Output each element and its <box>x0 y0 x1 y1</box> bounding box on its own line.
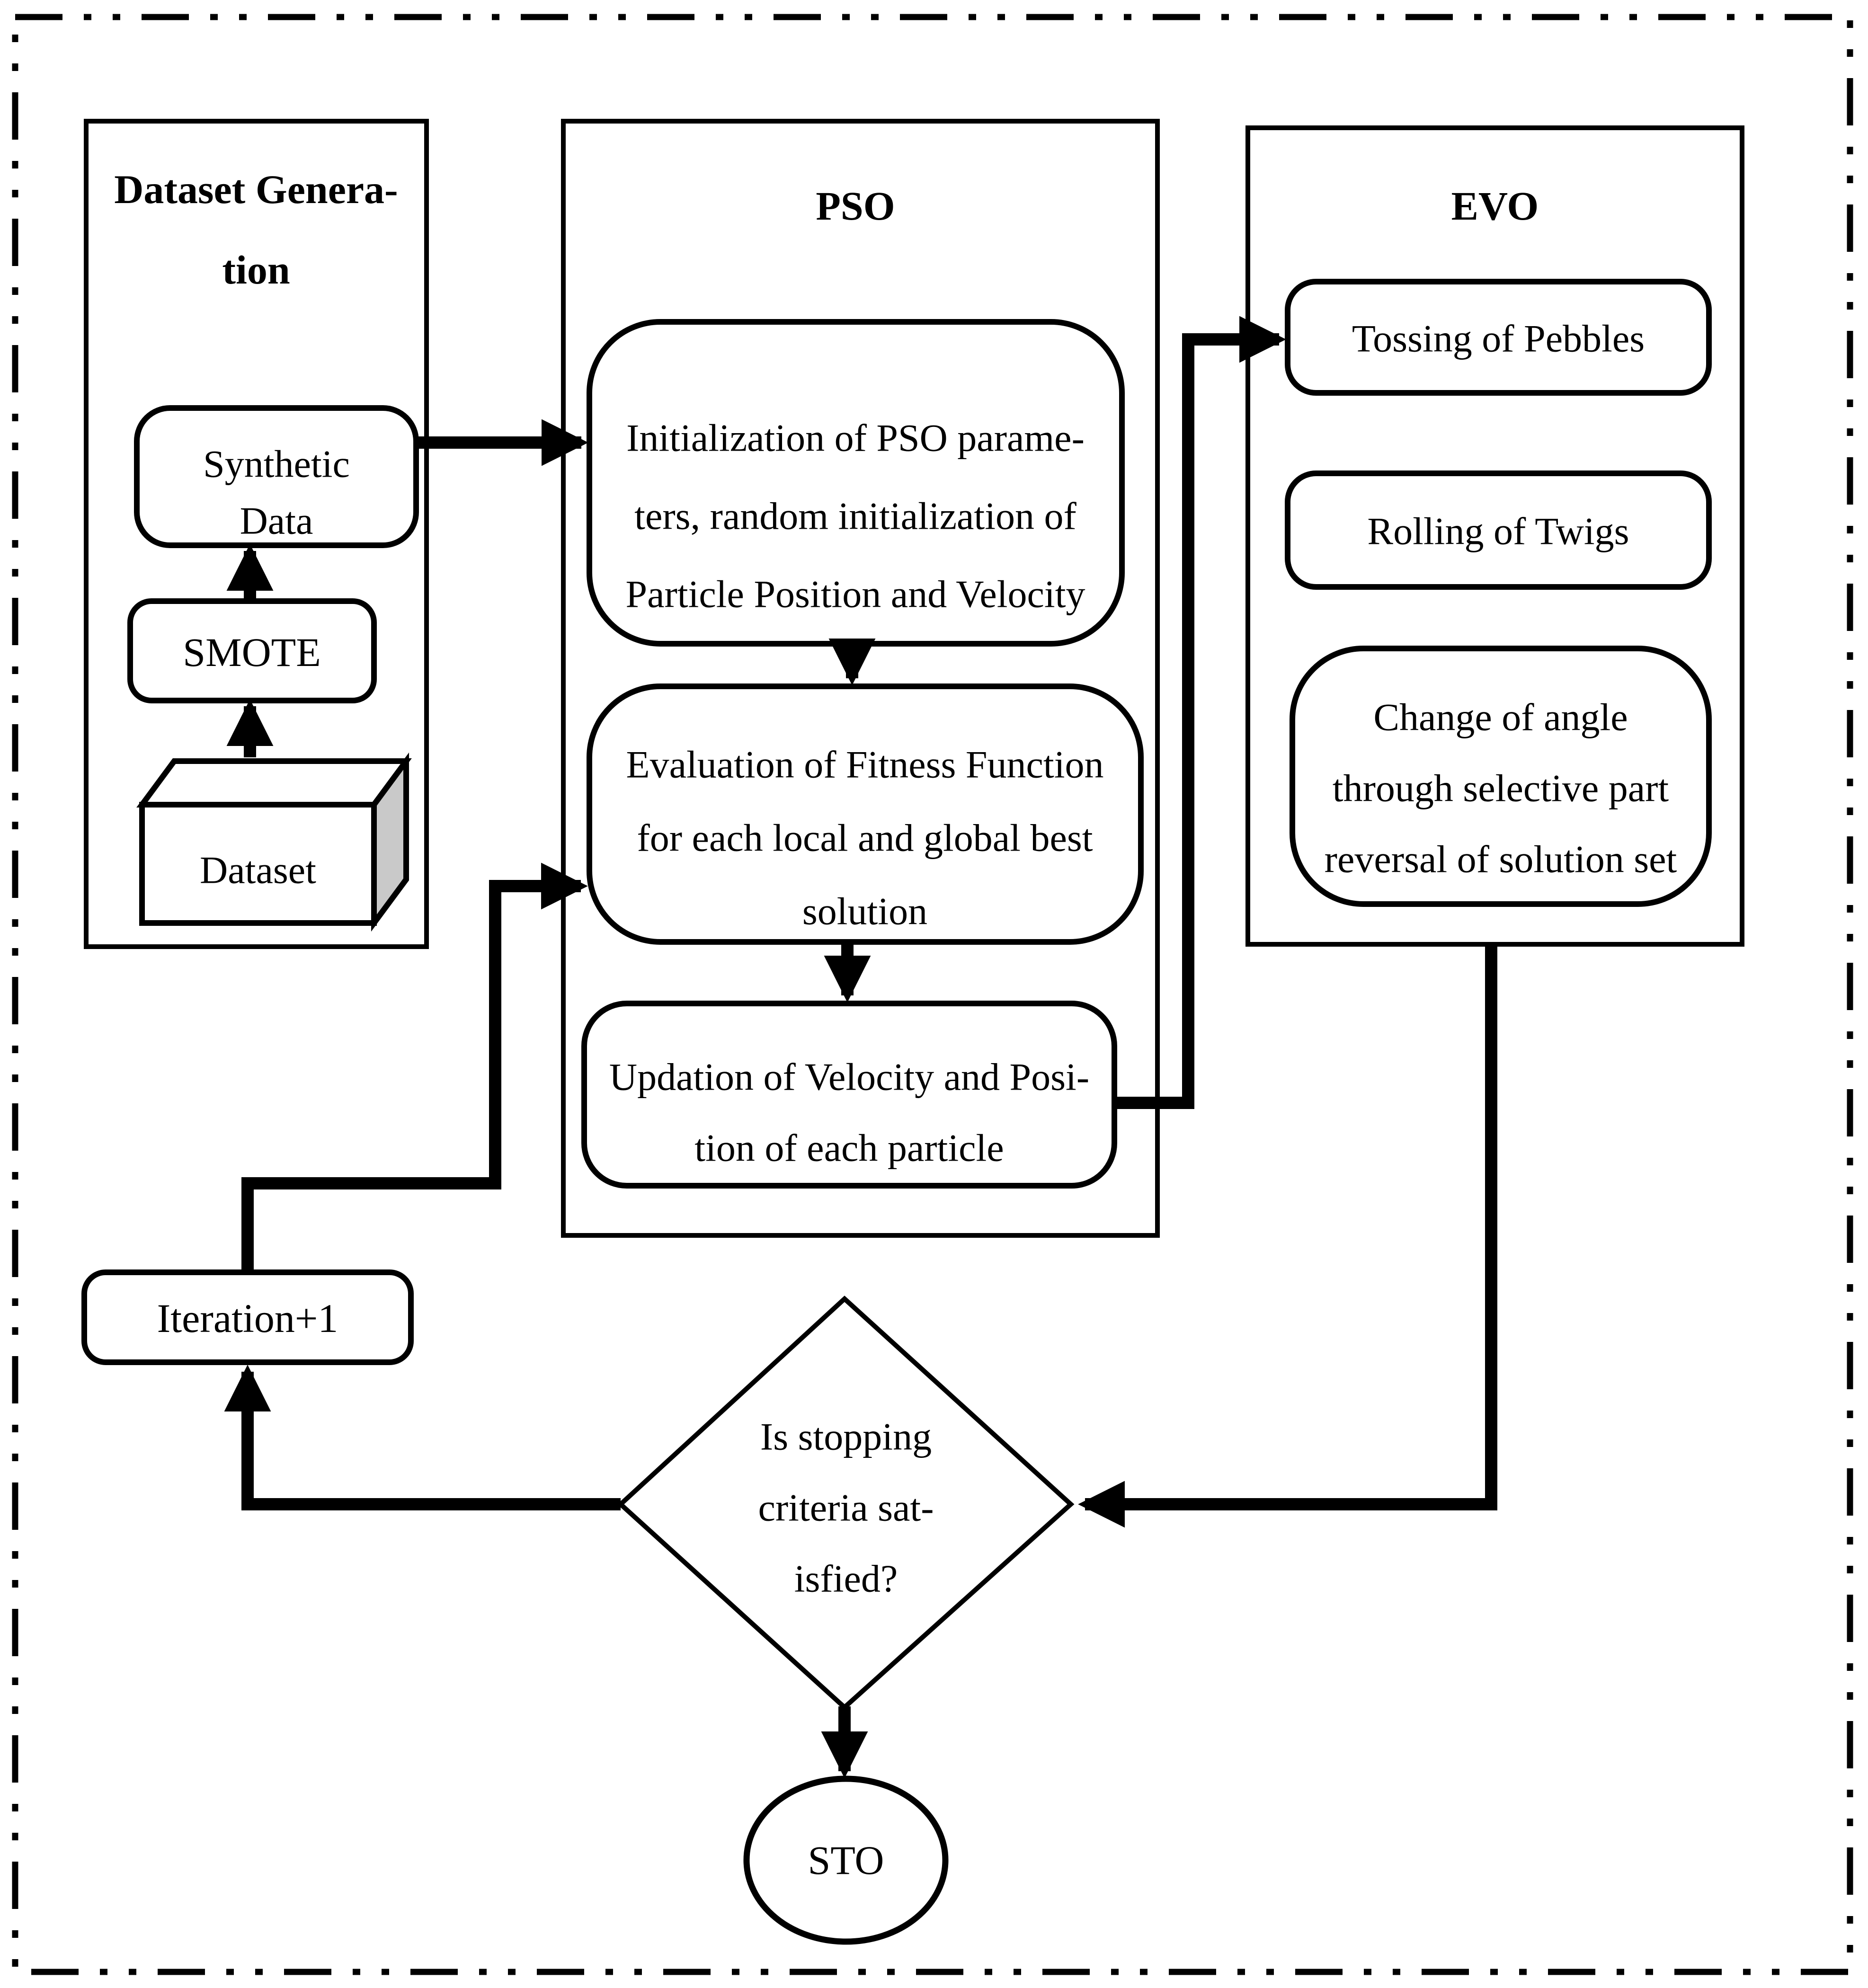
pso-initialization-line1: Initialization of PSO parame- <box>626 417 1085 460</box>
dataset-cube-label: Dataset <box>200 849 316 892</box>
pso-updation-line1: Updation of Velocity and Posi- <box>609 1056 1089 1099</box>
page-dashed-border <box>12 14 1853 1975</box>
iteration-label: Iteration+1 <box>157 1296 338 1341</box>
evo-change-of-angle-node <box>1290 646 1712 907</box>
pso-title: PSO <box>816 183 895 229</box>
evo-tossing-label: Tossing of Pebbles <box>1352 317 1645 360</box>
evo-title: EVO <box>1451 183 1539 229</box>
decision-line2: criteria sat- <box>758 1486 934 1529</box>
evo-rolling-label: Rolling of Twigs <box>1367 510 1629 553</box>
arrow-updation-to-tossing <box>1113 316 1286 1109</box>
evo-rolling-node <box>1285 470 1712 590</box>
evo-change-line3: reversal of solution set <box>1325 838 1677 881</box>
dataset-cube: Dataset <box>136 752 412 932</box>
stop-ellipse <box>743 1775 949 1945</box>
decision-line1: Is stopping <box>760 1415 932 1458</box>
smote-label: SMOTE <box>183 630 320 675</box>
stop-label: STO <box>808 1837 884 1883</box>
evo-change-line2: through selective part <box>1333 767 1669 810</box>
evo-change-line1: Change of angle <box>1373 696 1628 739</box>
synthetic-data-label-line1: Synthetic <box>203 443 350 486</box>
pso-evaluation-line2: for each local and global best <box>637 816 1093 860</box>
pso-evaluation-line3: solution <box>802 890 927 933</box>
pso-updation-line2: tion of each particle <box>694 1127 1004 1170</box>
synthetic-data-label-line2: Data <box>240 499 313 542</box>
pso-initialization-line3: Particle Position and Velocity <box>626 573 1085 616</box>
arrow-decision-to-iteration <box>224 1365 621 1510</box>
pso-container <box>561 119 1160 1238</box>
synthetic-data-node <box>134 405 419 548</box>
dataset-generation-container <box>84 119 429 949</box>
pso-initialization-line2: ters, random initialization of <box>634 495 1076 538</box>
dataset-generation-title-line1: Dataset Genera- <box>114 167 398 212</box>
dataset-generation-title-line2: tion <box>222 247 290 293</box>
dataset-cube-top-face <box>136 758 412 808</box>
pso-evaluation-node <box>587 683 1144 945</box>
evo-tossing-node <box>1285 279 1712 396</box>
iteration-node <box>81 1269 414 1365</box>
pso-updation-node <box>581 1001 1117 1189</box>
pso-evaluation-line1: Evaluation of Fitness Function <box>626 743 1104 786</box>
arrow-evo-to-decision <box>1078 943 1497 1528</box>
decision-line3: isfied? <box>794 1557 898 1600</box>
dataset-cube-front-face <box>139 802 377 926</box>
arrow-iteration-to-evaluation <box>241 862 588 1271</box>
